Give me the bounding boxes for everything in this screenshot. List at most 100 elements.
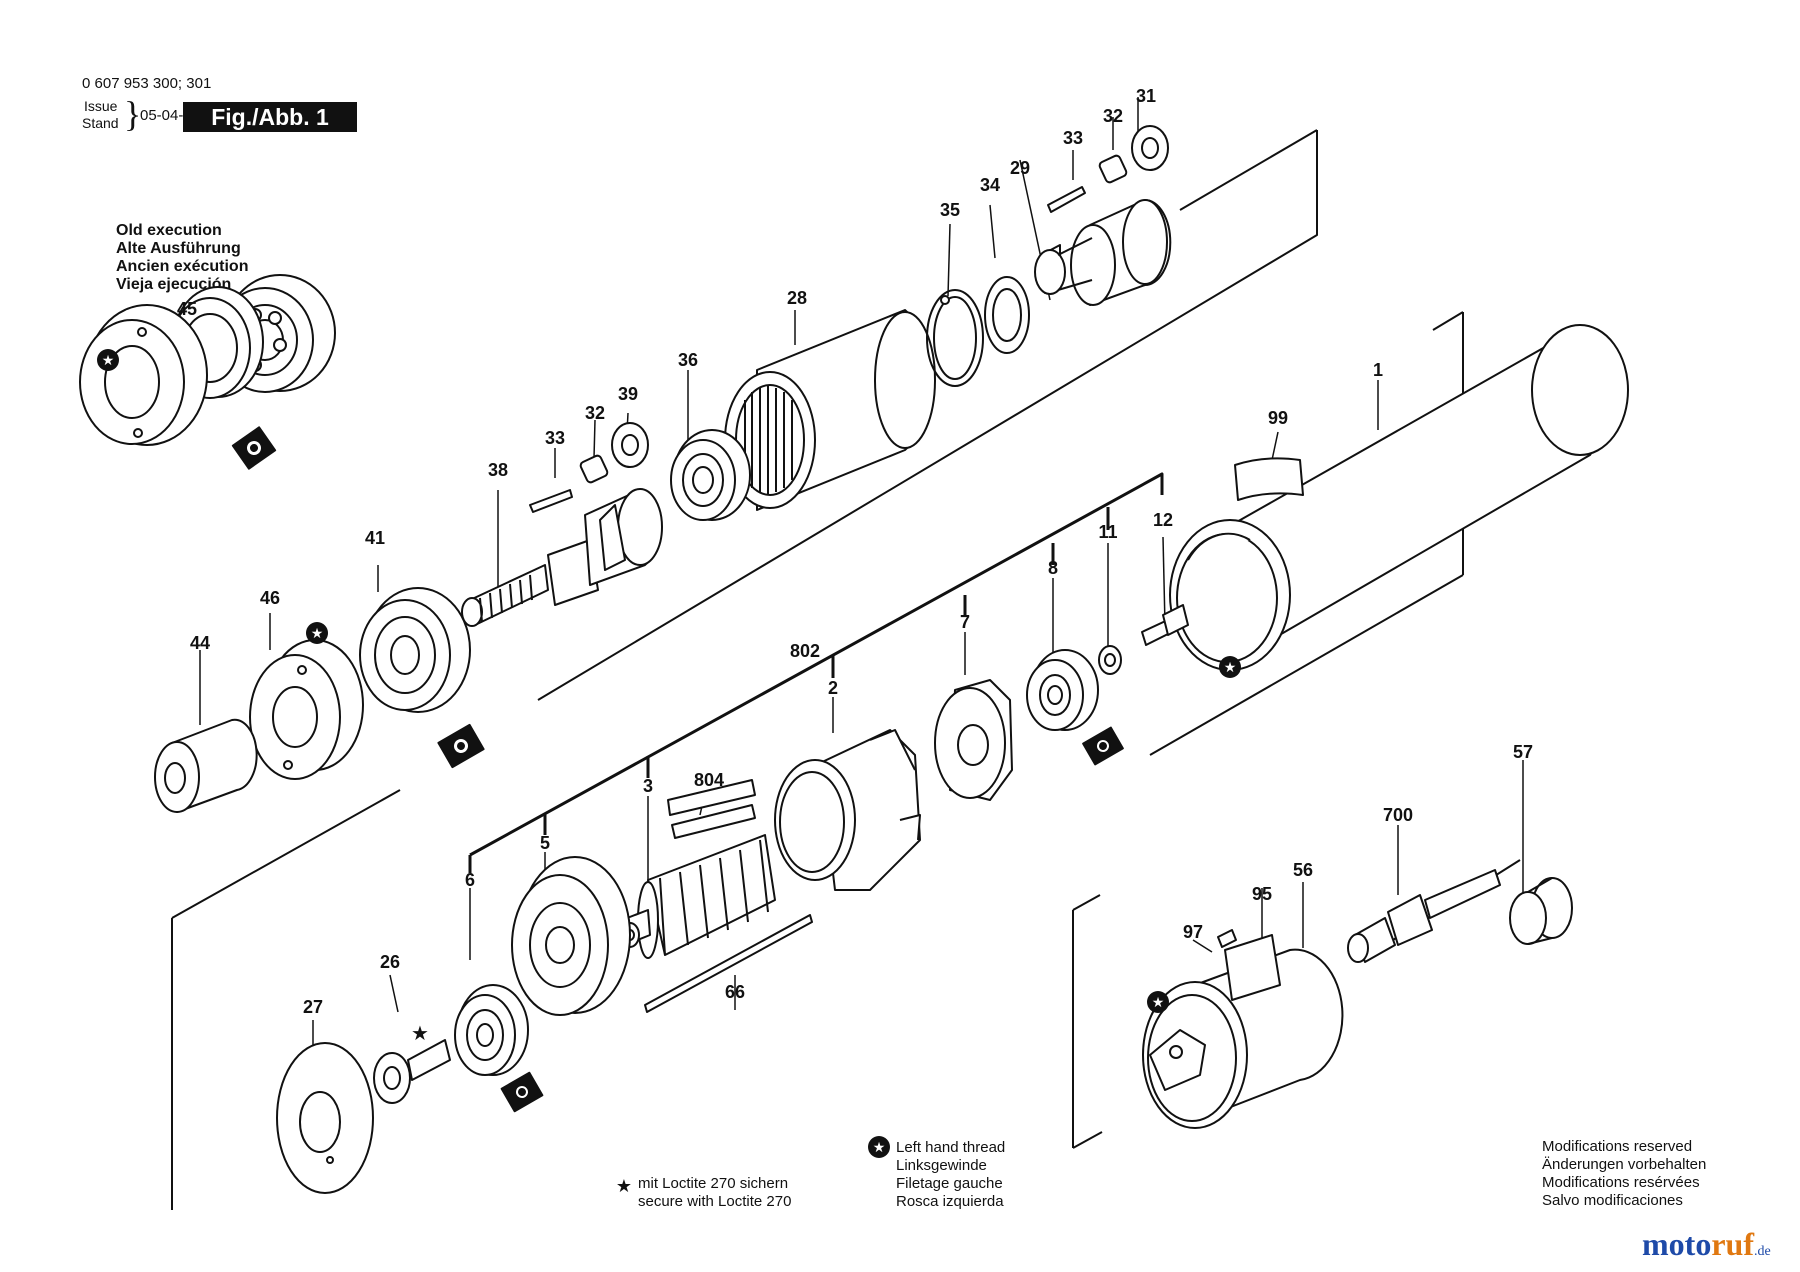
- part-8-bearing: [1026, 649, 1099, 731]
- part-700-nipple: [1347, 869, 1501, 963]
- label-27: 27: [302, 997, 324, 1017]
- label-2: 2: [827, 678, 839, 698]
- left-thread-fr: Filetage gauche: [896, 1175, 1003, 1192]
- part-5-end-plate: [511, 856, 631, 1016]
- svg-text:★: ★: [311, 626, 324, 642]
- part-28-cylinder: [724, 309, 936, 511]
- label-6: 6: [464, 870, 476, 890]
- part-95-plate: [1224, 934, 1281, 1001]
- label-3: 3: [642, 776, 654, 796]
- modifications-en: Modifications reserved: [1542, 1138, 1693, 1155]
- part-41-bearing: [359, 587, 471, 713]
- label-57: 57: [1512, 742, 1534, 762]
- old-execution-note: Old execution Alte Ausführung Ancien exé…: [116, 222, 248, 294]
- watermark-main: moto: [1642, 1226, 1712, 1262]
- bearing-symbol-6: [500, 1071, 544, 1113]
- label-12: 12: [1152, 510, 1174, 530]
- old-execution-fr: Ancien exécution: [116, 258, 249, 275]
- watermark-suffix: .de: [1753, 1244, 1771, 1259]
- part-46-threaded-ring: [249, 639, 364, 780]
- label-45: 45: [176, 299, 198, 319]
- label-66: 66: [724, 982, 746, 1002]
- part-6-bearing: [454, 984, 529, 1076]
- svg-text:★: ★: [1224, 660, 1237, 676]
- upper-assembly-frame: [537, 129, 1318, 701]
- part-804-vane: [667, 779, 756, 839]
- part-1-housing: [1169, 324, 1629, 671]
- modifications-es: Salvo modificaciones: [1542, 1192, 1683, 1209]
- part-57-cap: [1509, 877, 1573, 945]
- part-ring-nut-old: [79, 304, 208, 446]
- bearing-symbol-8: [1082, 726, 1124, 766]
- label-5: 5: [539, 833, 551, 853]
- bearing-symbol-41: [437, 723, 485, 769]
- part-2-cylinder: [774, 729, 921, 891]
- old-execution-en: Old execution: [116, 222, 222, 239]
- part-35-circlip: [926, 289, 984, 387]
- assembly-bracket: [468, 472, 1164, 873]
- svg-text:★: ★: [873, 1140, 886, 1156]
- bracket-symbol: }: [124, 94, 142, 134]
- part-97-screw: [1217, 929, 1237, 948]
- part-26-pinion: [373, 1039, 451, 1104]
- modifications-de: Änderungen vorbehalten: [1542, 1156, 1707, 1173]
- svg-text:★: ★: [1152, 995, 1165, 1011]
- left-lower-frame: [171, 789, 401, 1210]
- label-33-lower: 33: [544, 428, 566, 448]
- svg-text:★: ★: [616, 1176, 632, 1197]
- label-1: 1: [1372, 360, 1384, 380]
- part-27-disc: [276, 1042, 374, 1194]
- watermark-logo: motoruf.de: [1642, 1226, 1771, 1263]
- left-thread-es: Rosca izquierda: [896, 1193, 1004, 1210]
- old-execution-es: Vieja ejecución: [116, 276, 232, 293]
- loctite-legend: mit Loctite 270 sichern secure with Loct…: [638, 1175, 791, 1211]
- watermark-accent: ruf: [1711, 1226, 1754, 1262]
- part-33-pin-lower: [529, 489, 573, 513]
- part-31-gear-upper: [1131, 125, 1169, 171]
- label-32-lower: 32: [584, 403, 606, 423]
- figure-label: Fig./Abb. 1: [183, 102, 357, 132]
- loctite-legend-de: mit Loctite 270 sichern: [638, 1175, 789, 1192]
- left-thread-marks: [97, 349, 1241, 1158]
- part-39-gear: [611, 422, 649, 468]
- svg-text:★: ★: [102, 353, 115, 369]
- part-36-bearing: [670, 429, 751, 521]
- part-32-gear-upper: [1098, 154, 1128, 184]
- label-35: 35: [939, 200, 961, 220]
- label-28: 28: [786, 288, 808, 308]
- stand-label: Stand: [82, 115, 119, 131]
- left-thread-en: Left hand thread: [896, 1139, 1006, 1156]
- part-7-end-plate: [934, 679, 1013, 801]
- part-44-sleeve: [154, 718, 258, 813]
- label-8: 8: [1047, 558, 1059, 578]
- part-33-pin-upper: [1047, 186, 1086, 213]
- part-11-washer: [1098, 645, 1122, 675]
- label-804: 804: [693, 770, 725, 790]
- modifications-note: Modifications reserved Änderungen vorbeh…: [1542, 1138, 1706, 1210]
- label-34: 34: [979, 175, 1001, 195]
- label-26: 26: [379, 952, 401, 972]
- left-thread-de: Linksgewinde: [896, 1157, 987, 1174]
- issue-label: Issue: [84, 98, 118, 114]
- label-97: 97: [1182, 922, 1204, 942]
- part-29-planet-carrier: [1034, 199, 1172, 306]
- label-56: 56: [1292, 860, 1314, 880]
- label-7: 7: [959, 612, 971, 632]
- part-3-rotor: [620, 834, 776, 959]
- part-32-gear-lower: [579, 454, 609, 484]
- left-thread-legend: Left hand thread Linksgewinde Filetage g…: [896, 1139, 1005, 1211]
- label-33-upper: 33: [1062, 128, 1084, 148]
- part-38-rotor-shaft: [461, 488, 663, 627]
- bearing-symbol-old: [231, 426, 277, 470]
- label-31: 31: [1135, 86, 1157, 106]
- label-39: 39: [617, 384, 639, 404]
- label-95: 95: [1251, 884, 1273, 904]
- loctite-legend-en: secure with Loctite 270: [638, 1193, 792, 1210]
- label-700: 700: [1382, 805, 1414, 825]
- part-34-washer: [984, 276, 1030, 354]
- left-thread-stars: ★ ★ ★ ★ ★: [102, 353, 1237, 1156]
- part-99-label: [1234, 457, 1304, 501]
- part-12-screw: [1141, 604, 1189, 646]
- label-99: 99: [1267, 408, 1289, 428]
- loctite-stars: ★ ★: [411, 1021, 632, 1197]
